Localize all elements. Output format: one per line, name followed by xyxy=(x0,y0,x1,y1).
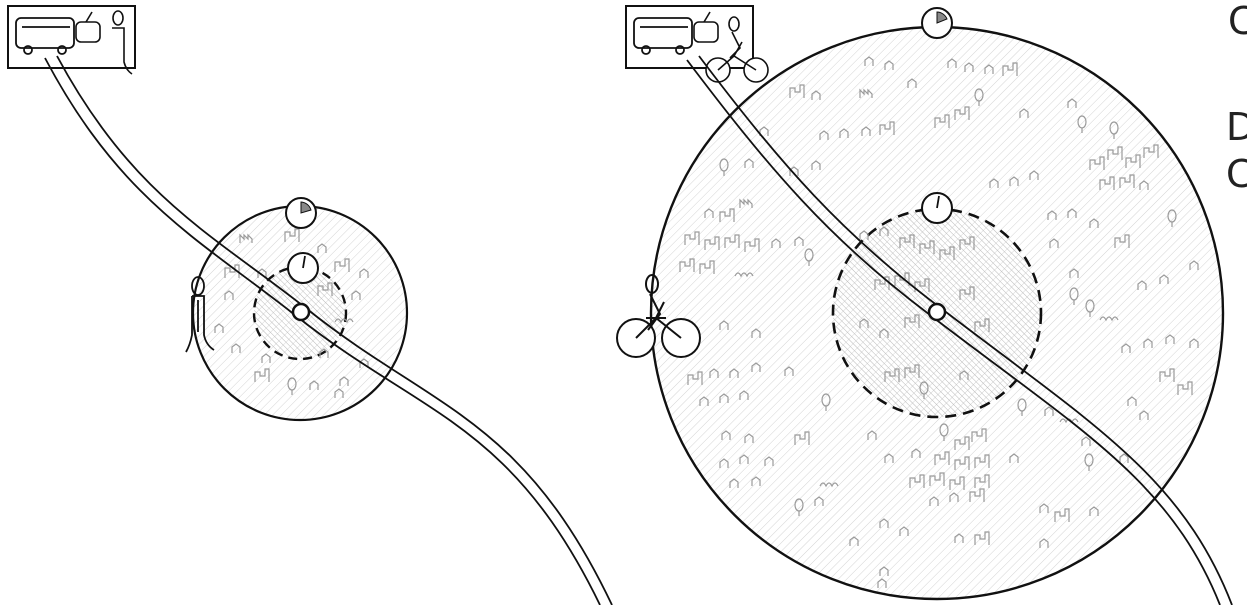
edge-text-3: C xyxy=(1226,152,1247,196)
bicycle-icon xyxy=(616,274,701,358)
bus-icon xyxy=(15,17,75,55)
station-node-left xyxy=(291,302,311,322)
clock-outer-icon xyxy=(285,197,317,229)
edge-text-2: D xyxy=(1226,105,1247,149)
mode-box-left xyxy=(7,5,136,75)
clock-inner-icon xyxy=(287,252,319,284)
tram-icon xyxy=(693,11,719,43)
bus-icon xyxy=(633,17,693,55)
pedestrian-icon xyxy=(112,10,133,75)
station-node-right xyxy=(927,302,947,322)
mode-box-right xyxy=(625,5,769,83)
edge-text-1: C xyxy=(1228,0,1247,43)
tram-icon xyxy=(75,11,101,43)
pedestrian-icon xyxy=(185,276,215,353)
clock-inner-icon xyxy=(921,192,953,224)
clock-outer-icon xyxy=(921,7,953,39)
